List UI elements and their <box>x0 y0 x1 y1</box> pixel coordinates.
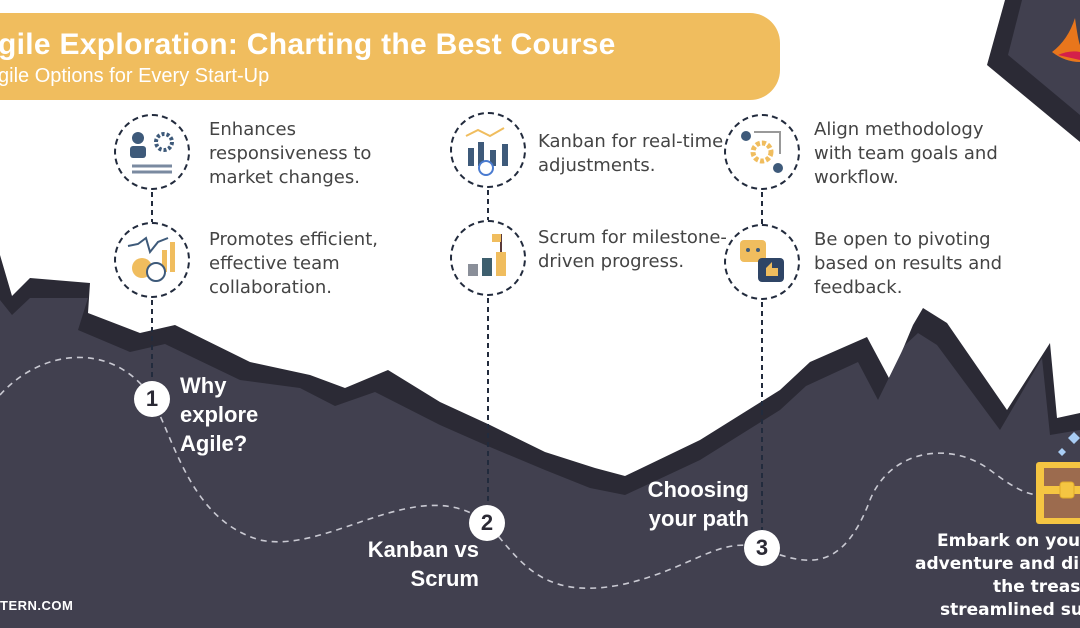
feedback-thumbs-up-icon <box>724 224 800 300</box>
label-line: your path <box>648 506 749 531</box>
team-workflow-icon <box>724 114 800 190</box>
step-3-point-1: Align methodology with team goals and wo… <box>814 119 998 188</box>
step-2-point-1: Kanban for real-time adjustments. <box>538 131 724 176</box>
milestone-flag-icon <box>450 220 526 296</box>
step-1-label: Why explore Agile? <box>180 371 258 458</box>
label-line: Choosing <box>647 477 749 502</box>
strategy-gear-icon <box>114 114 190 190</box>
dashed-trail <box>0 356 1041 590</box>
step-3-badge: 3 <box>744 530 780 566</box>
top-right-fill <box>1008 0 1080 115</box>
footer-website: TERN.COM <box>0 598 74 613</box>
step-3-point-2: Be open to pivoting based on results and… <box>814 229 1003 298</box>
kanban-bar-chart-icon <box>450 112 526 188</box>
step-1-point-2: Promotes efficient, effective team colla… <box>209 229 378 298</box>
page-subtitle: gile Options for Every Start-Up <box>0 65 270 87</box>
step-2-badge: 2 <box>469 505 505 541</box>
finale-line-2: adventure and dis <box>915 554 1080 574</box>
finale-line-3: the treasu <box>993 577 1080 597</box>
label-line: Why <box>180 373 227 398</box>
title-banner <box>0 13 780 100</box>
growth-chart-clock-icon <box>114 222 190 298</box>
page-title: gile Exploration: Charting the Best Cour… <box>0 28 616 61</box>
step-2-label: Kanban vs Scrum <box>300 535 479 593</box>
label-line: Scrum <box>410 566 479 591</box>
mountain-fill <box>0 298 1080 628</box>
label-line: Kanban vs <box>367 537 479 562</box>
label-line: explore <box>180 402 259 427</box>
finale-line-4: streamlined suc <box>940 600 1080 620</box>
treasure-chest-icon <box>1036 432 1080 524</box>
step-1-badge: 1 <box>134 381 170 417</box>
finale-line-1: Embark on your <box>937 531 1080 551</box>
logo-flame-icon <box>1052 18 1080 62</box>
label-line: Agile? <box>180 431 248 456</box>
step-2-point-2: Scrum for milestone-driven progress. <box>538 227 727 272</box>
step-1-point-1: Enhances responsiveness to market change… <box>209 119 372 188</box>
step-3-label: Choosing your path <box>600 475 749 533</box>
